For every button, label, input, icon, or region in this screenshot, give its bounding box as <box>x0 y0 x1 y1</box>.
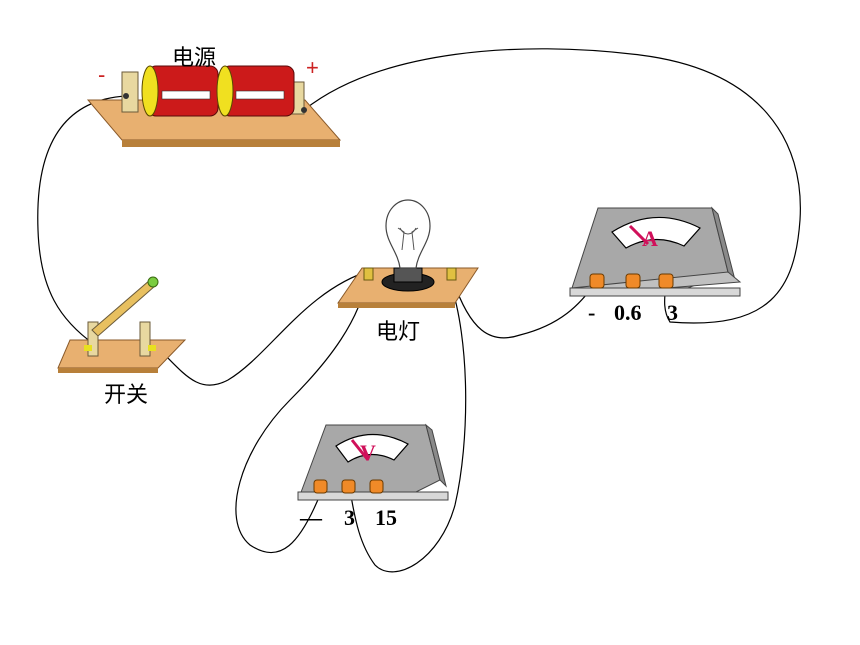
wire-switch-to-lamp <box>161 269 373 386</box>
ammeter-label-minus: - <box>588 300 596 325</box>
power-source-label: 电源 <box>172 46 217 71</box>
voltmeter-label-minus: — <box>300 505 322 530</box>
wire-battery-to-switch <box>37 95 127 346</box>
ammeter-terminal-3[interactable] <box>658 273 674 289</box>
voltmeter-terminal-15[interactable] <box>369 479 384 494</box>
ammeter-terminal-0.6[interactable] <box>625 273 641 289</box>
voltmeter-terminal-minus[interactable] <box>313 479 328 494</box>
wire-lamp-to-voltmeter-3 <box>349 281 467 573</box>
voltmeter-label-15: 15 <box>375 505 397 530</box>
voltmeter-label-3: 3 <box>344 505 355 530</box>
wire-lamp-to-voltmeter-minus <box>235 274 369 554</box>
ammeter-symbol: A <box>642 226 658 251</box>
voltmeter-terminal-3[interactable] <box>341 479 356 494</box>
ammeter-assembly <box>569 206 742 297</box>
ammeter-terminal-minus[interactable] <box>589 273 605 289</box>
switch-label: 开关 <box>104 383 149 408</box>
ammeter-dial <box>611 216 701 249</box>
battery-assembly <box>86 65 342 147</box>
wire-lamp-to-ammeter <box>452 279 597 339</box>
wires <box>37 48 801 573</box>
voltmeter-symbol: V <box>360 440 376 465</box>
voltmeter-assembly <box>297 423 449 501</box>
battery-minus-sign: - <box>98 62 105 87</box>
ammeter-label-0.6: 0.6 <box>614 300 642 325</box>
switch-base <box>57 339 187 369</box>
battery-plus-sign: + <box>306 55 319 80</box>
lamp-assembly <box>337 199 479 308</box>
ammeter-label-3: 3 <box>667 300 678 325</box>
switch-assembly <box>57 276 187 373</box>
lamp-label: 电灯 <box>376 320 421 345</box>
wire-battery-to-ammeter <box>303 48 801 324</box>
